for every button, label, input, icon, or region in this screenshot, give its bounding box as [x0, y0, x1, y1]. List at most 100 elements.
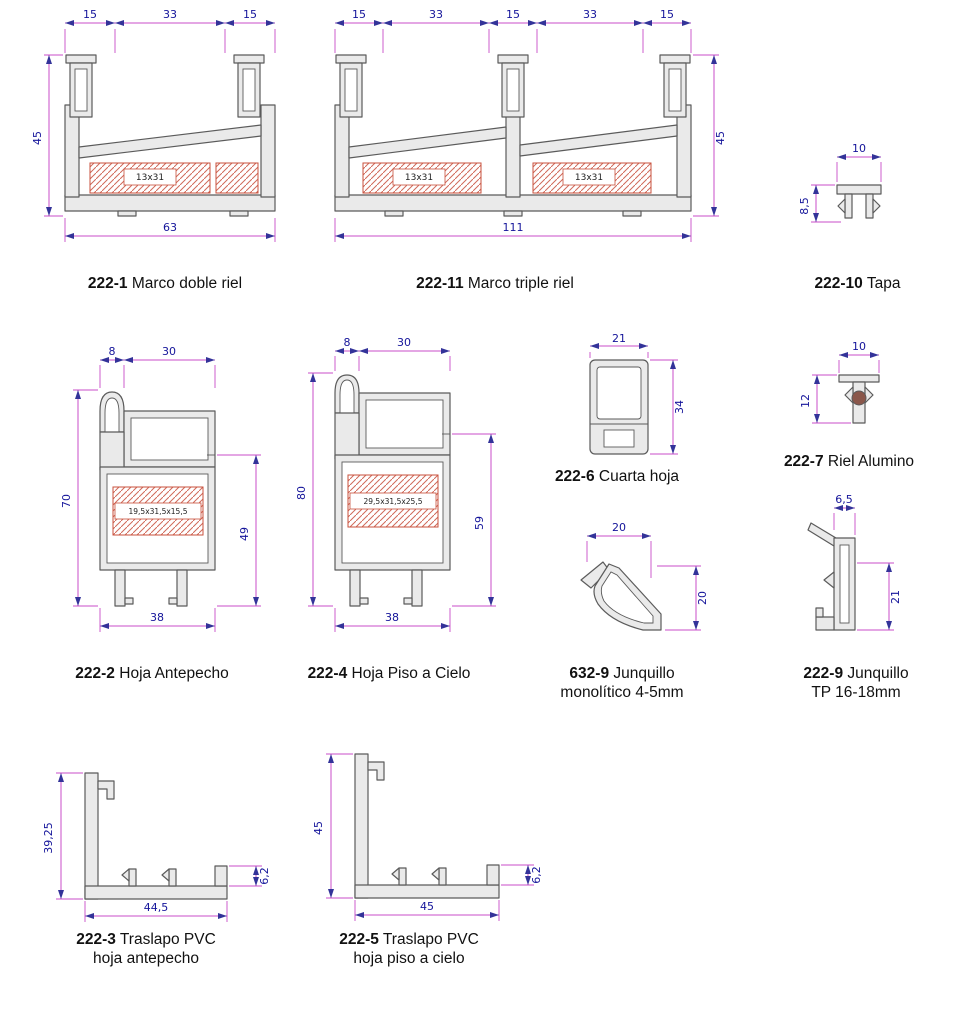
caption-222-10: 222-10 Tapa — [770, 274, 945, 293]
dim-label: 45 — [714, 131, 727, 145]
dim-label: 30 — [397, 336, 411, 349]
profile-cross-section: 13x31 — [64, 54, 276, 217]
core-label: 13x31 — [575, 173, 603, 183]
figure-title: Junquillo — [613, 665, 675, 682]
figure-title: Hoja Piso a Cielo — [351, 665, 471, 682]
figure-title: Cuarta hoja — [598, 468, 680, 485]
dim-label: 63 — [163, 221, 177, 234]
dimension-annotations: 15 33 15 33 15 45 111 — [334, 8, 727, 242]
profile-cross-section — [836, 184, 882, 219]
figure-title: Marco doble riel — [131, 275, 243, 292]
profile-cross-section: 13x31 13x31 — [334, 54, 692, 217]
core-label: 29,5x31,5x25,5 — [364, 497, 423, 506]
dim-label: 45 — [31, 131, 44, 145]
dim-label: 45 — [312, 821, 325, 835]
drawing-222-1: 13x31 15 33 15 45 63 — [31, 8, 276, 242]
dim-label: 38 — [150, 611, 164, 624]
figure-code: 222-7 — [783, 453, 824, 470]
dim-label: 10 — [852, 142, 866, 155]
caption-222-11: 222-11 Marco triple riel — [380, 274, 610, 293]
figure-code: 222-2 — [75, 665, 115, 682]
dimension-annotations: 10 12 — [799, 340, 880, 424]
figure-222-2: 19,5x31,5x15,5 8 30 70 49 38 — [55, 335, 310, 660]
figure-title: Tapa — [866, 275, 901, 292]
dim-label: 49 — [238, 527, 251, 541]
core-label: 19,5x31,5x15,5 — [129, 507, 188, 516]
dim-label: 39,25 — [42, 822, 55, 854]
dimension-annotations: 39,25 6,2 44,5 — [42, 772, 271, 922]
figure-subtitle: monolítico 4-5mm — [560, 684, 684, 701]
dim-label: 6,2 — [258, 867, 271, 885]
dim-label: 33 — [429, 8, 443, 21]
figure-632-9: 20 20 — [545, 520, 735, 675]
caption-222-7: 222-7 Riel Alumino — [749, 452, 949, 471]
drawing-222-2: 19,5x31,5x15,5 8 30 70 49 38 — [60, 345, 261, 632]
figure-222-3: 39,25 6,2 44,5 — [30, 755, 295, 935]
figure-title: Hoja Antepecho — [119, 665, 229, 682]
profile-cross-section: 29,5x31,5x25,5 — [334, 374, 451, 607]
dim-label: 33 — [583, 8, 597, 21]
drawing-222-9: 6,5 21 — [807, 493, 902, 631]
drawing-222-4: 29,5x31,5x25,5 8 30 80 59 38 — [295, 336, 496, 632]
dimension-annotations: 6,5 21 — [833, 493, 902, 631]
drawing-222-7: 10 12 — [799, 340, 880, 424]
figure-222-11: 13x31 13x31 15 33 15 33 15 45 111 — [305, 5, 745, 260]
figure-title: Riel Alumino — [827, 453, 915, 470]
caption-222-3: 222-3 Traslapo PVC hoja antepecho — [36, 930, 256, 968]
caption-222-4: 222-4 Hoja Piso a Cielo — [279, 664, 499, 683]
dim-label: 15 — [352, 8, 366, 21]
figure-222-9: 6,5 21 — [772, 490, 952, 680]
core-label: 13x31 — [405, 173, 433, 183]
dimension-annotations: 45 6,2 45 — [312, 753, 543, 921]
dim-label: 34 — [673, 400, 686, 414]
dim-label: 6,5 — [835, 493, 853, 506]
dim-label: 20 — [612, 521, 626, 534]
dimension-annotations: 8 30 80 59 38 — [295, 336, 496, 632]
drawing-222-5: 45 6,2 45 — [312, 753, 543, 921]
drawing-222-10: 10 8,5 — [798, 142, 882, 223]
dim-label: 6,2 — [530, 866, 543, 884]
dim-label: 15 — [243, 8, 257, 21]
dim-label: 8 — [344, 336, 351, 349]
figure-title: Traslapo PVC — [382, 931, 479, 948]
dim-label: 15 — [83, 8, 97, 21]
caption-632-9: 632-9 Junquillo monolítico 4-5mm — [532, 664, 712, 702]
figure-code: 222-3 — [76, 931, 116, 948]
dimension-annotations: 20 20 — [586, 521, 709, 631]
profile-cross-section — [354, 753, 500, 899]
caption-222-1: 222-1 Marco doble riel — [55, 274, 275, 293]
figure-222-6: 21 34 — [550, 332, 710, 472]
figure-code: 222-5 — [339, 931, 379, 948]
dimension-annotations: 21 34 — [589, 332, 686, 455]
figure-code: 222-11 — [416, 275, 464, 292]
figure-code: 222-1 — [87, 275, 128, 292]
drawing-222-11: 13x31 13x31 15 33 15 33 15 45 111 — [334, 8, 727, 242]
figure-subtitle: TP 16-18mm — [811, 684, 901, 701]
figure-code: 222-10 — [814, 275, 863, 292]
dim-label: 30 — [162, 345, 176, 358]
figure-code: 222-4 — [307, 665, 348, 682]
figure-subtitle: hoja piso a cielo — [353, 950, 465, 967]
dim-label: 44,5 — [144, 901, 169, 914]
figure-code: 222-9 — [803, 665, 844, 682]
figure-222-5: 45 6,2 45 — [300, 740, 565, 935]
dim-label: 45 — [420, 900, 434, 913]
caption-222-9: 222-9 Junquillo TP 16-18mm — [766, 664, 946, 702]
figure-code: 222-6 — [554, 468, 595, 485]
profile-cross-section — [807, 522, 856, 631]
dim-label: 8,5 — [798, 197, 811, 215]
dim-label: 15 — [506, 8, 520, 21]
dim-label: 12 — [799, 394, 812, 408]
core-label: 13x31 — [136, 173, 164, 183]
dim-label: 15 — [660, 8, 674, 21]
profile-cross-section: 19,5x31,5x15,5 — [99, 391, 216, 607]
dim-label: 21 — [612, 332, 626, 345]
dim-label: 38 — [385, 611, 399, 624]
profile-cross-section — [84, 772, 228, 900]
dim-label: 21 — [889, 590, 902, 604]
dim-label: 70 — [60, 494, 73, 508]
figure-title: Junquillo — [847, 665, 909, 682]
figure-title: Traslapo PVC — [119, 931, 216, 948]
figure-222-1: 13x31 15 33 15 45 63 — [30, 5, 300, 260]
dim-label: 59 — [473, 516, 486, 530]
